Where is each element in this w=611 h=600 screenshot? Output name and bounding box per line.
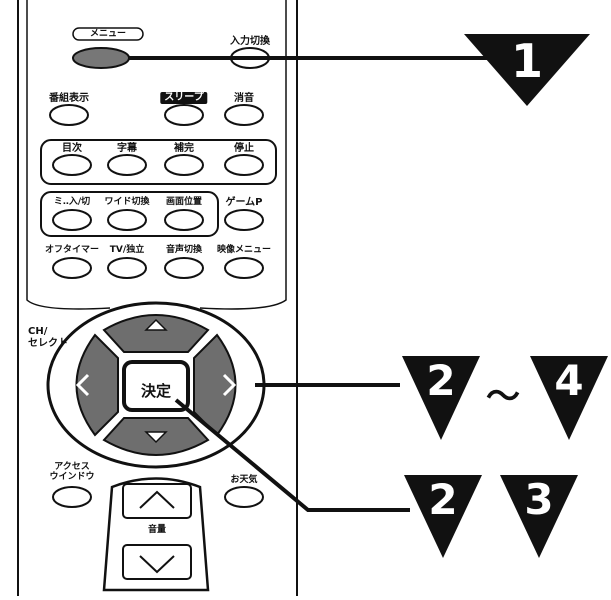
supplement-button[interactable] — [164, 154, 204, 176]
step1-marker — [464, 34, 590, 106]
subtitle-label: 字幕 — [117, 143, 137, 154]
game-p-label: ゲームP — [225, 197, 263, 208]
tv-dual-label: TV/独立 — [109, 245, 145, 255]
arrow-up-icon — [144, 318, 168, 331]
stop-button[interactable] — [224, 154, 264, 176]
program-display-label: 番組表示 — [49, 93, 89, 104]
range-tilde: ～ — [486, 377, 520, 417]
weather-label: お天気 — [230, 475, 258, 485]
dpad-left-button[interactable] — [75, 333, 119, 437]
toc-label: 目次 — [62, 143, 82, 154]
screen-position-button[interactable] — [164, 209, 204, 231]
program-display-button[interactable] — [49, 104, 89, 126]
mute-label: 消音 — [234, 93, 254, 104]
step2-number-top: 2 — [426, 356, 456, 405]
step2-marker-bottom — [404, 475, 482, 558]
volume-label: 音量 — [147, 525, 167, 535]
arrow-right-icon — [222, 373, 237, 397]
step2-marker-top — [402, 356, 480, 440]
arrow-left-icon — [75, 373, 90, 397]
leader-line-step2-3 — [174, 398, 410, 512]
caption-onoff-label: ミ‥入/切 — [53, 197, 91, 207]
step4-marker — [530, 356, 608, 440]
toc-button[interactable] — [52, 154, 92, 176]
game-p-button[interactable] — [224, 209, 264, 231]
tv-dual-button[interactable] — [107, 257, 147, 279]
step3-number: 3 — [524, 475, 554, 524]
sleep-button[interactable] — [164, 104, 204, 126]
leader-lines — [128, 56, 490, 512]
access-window-button[interactable] — [52, 486, 92, 508]
volume-up-icon — [139, 490, 175, 509]
screen-group-frame — [40, 191, 219, 237]
step1-number: 1 — [510, 34, 544, 88]
mute-button[interactable] — [224, 104, 264, 126]
supplement-label: 補完 — [174, 143, 194, 154]
audio-switch-label: 音声切換 — [165, 245, 203, 255]
menu-label-frame — [72, 27, 144, 41]
subtitle-button[interactable] — [107, 154, 147, 176]
enter-button[interactable] — [122, 360, 190, 412]
volume-rocker — [102, 477, 210, 592]
step2-number-bottom: 2 — [428, 475, 458, 524]
arrow-down-icon — [144, 431, 168, 444]
volume-down-icon — [139, 555, 175, 574]
stop-label: 停止 — [234, 143, 254, 154]
remote-body — [17, 0, 298, 596]
wide-switch-button[interactable] — [107, 209, 147, 231]
caption-onoff-button[interactable] — [52, 209, 92, 231]
enter-label: 決定 — [140, 382, 171, 400]
step-callouts — [402, 34, 608, 558]
off-timer-label: オフタイマー — [44, 245, 100, 255]
off-timer-button[interactable] — [52, 257, 92, 279]
sleep-label: スリープ — [160, 92, 208, 104]
audio-switch-button[interactable] — [164, 257, 204, 279]
picture-menu-button[interactable] — [224, 257, 264, 279]
volume-down-button[interactable] — [122, 544, 192, 580]
menu-button[interactable] — [72, 47, 130, 69]
wide-switch-label: ワイド切換 — [104, 197, 150, 207]
weather-button[interactable] — [224, 486, 264, 508]
playback-group-frame — [40, 139, 277, 185]
step3-marker — [500, 475, 578, 558]
picture-menu-label: 映像メニュー — [216, 245, 272, 255]
step4-number: 4 — [554, 356, 584, 405]
ch-select-label: CH/ セレクト — [28, 326, 68, 349]
dpad-up-button[interactable] — [102, 314, 210, 353]
input-switch-label: 入力切換 — [230, 36, 270, 47]
menu-label: メニュー — [89, 29, 127, 39]
access-window-label: アクセス ウインドウ — [49, 462, 95, 483]
volume-up-button[interactable] — [122, 483, 192, 519]
screen-position-label: 画面位置 — [165, 197, 203, 207]
